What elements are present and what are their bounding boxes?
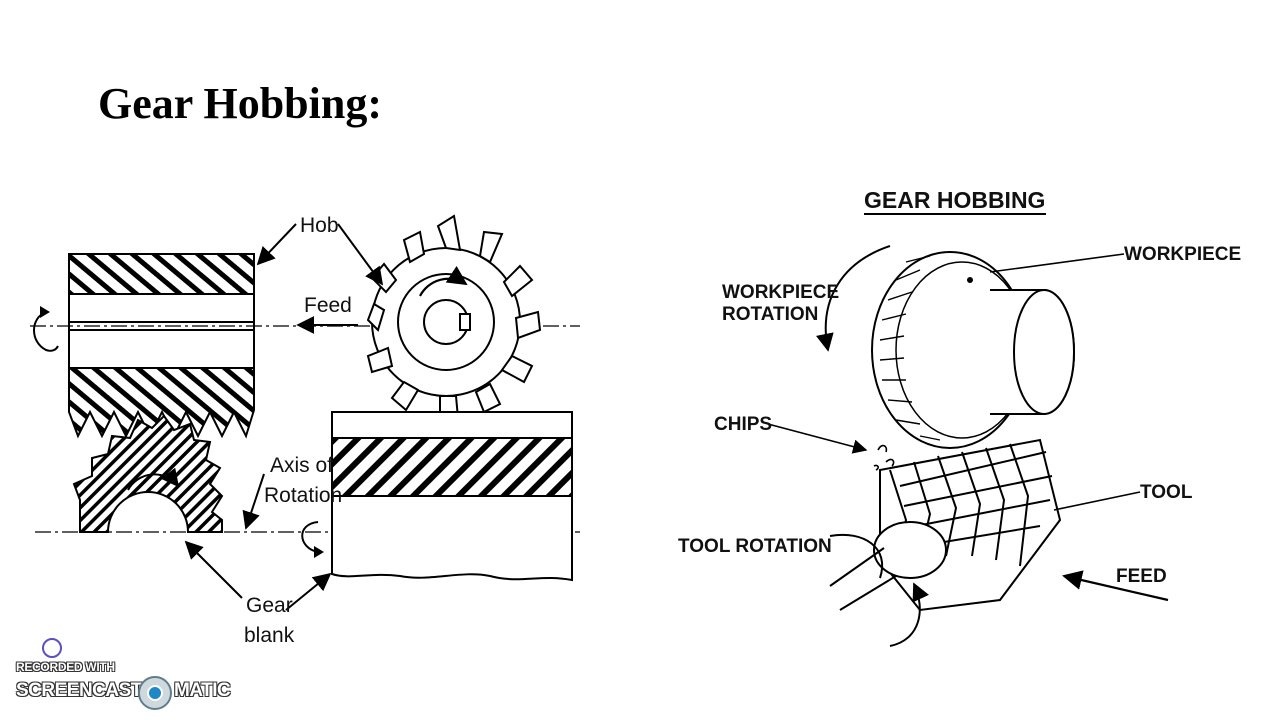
gear-blank-side bbox=[331, 411, 573, 582]
label-tool: TOOL bbox=[1140, 482, 1193, 503]
hob-rotation-arrow bbox=[33, 311, 59, 352]
label-gear-line2: blank bbox=[244, 624, 295, 647]
label-tool-rotation: TOOL ROTATION bbox=[678, 536, 832, 557]
hob-tool bbox=[829, 438, 1062, 612]
label-axis-line2: Rotation bbox=[264, 484, 342, 507]
label-axis-line1: Axis of bbox=[270, 454, 333, 477]
label-feed: Feed bbox=[304, 294, 352, 317]
left-hob-diagram: Hob Feed Axis of Rotation Gear blank bbox=[30, 214, 580, 647]
label-workpiece-rotation-line1: WORKPIECE bbox=[722, 282, 839, 303]
label-workpiece-rotation-line2: ROTATION bbox=[722, 304, 818, 325]
screencast-watermark: RECORDED WITH SCREENCAST MATIC bbox=[14, 636, 254, 712]
screencast-logo-icon bbox=[138, 676, 172, 710]
watermark-recorded-with: RECORDED WITH bbox=[16, 660, 115, 674]
watermark-brand-part1: SCREENCAST bbox=[16, 680, 142, 701]
slide-title: Gear Hobbing: bbox=[98, 79, 383, 128]
label-hob: Hob bbox=[300, 214, 339, 237]
gear-blank-front bbox=[72, 414, 224, 533]
hob-side-view bbox=[68, 253, 255, 439]
watermark-brand-part2: MATIC bbox=[174, 680, 231, 701]
hob-front-view bbox=[366, 214, 542, 419]
right-diagram-heading: GEAR HOBBING bbox=[864, 187, 1045, 213]
workpiece-gear bbox=[871, 251, 1075, 449]
label-workpiece: WORKPIECE bbox=[1124, 244, 1241, 265]
label-feed-right: FEED bbox=[1116, 566, 1167, 587]
label-chips: CHIPS bbox=[714, 414, 772, 435]
label-gear-line1: Gear bbox=[246, 594, 293, 617]
right-hobbing-diagram: GEAR HOBBING bbox=[678, 187, 1241, 647]
record-dot-icon bbox=[42, 638, 62, 658]
